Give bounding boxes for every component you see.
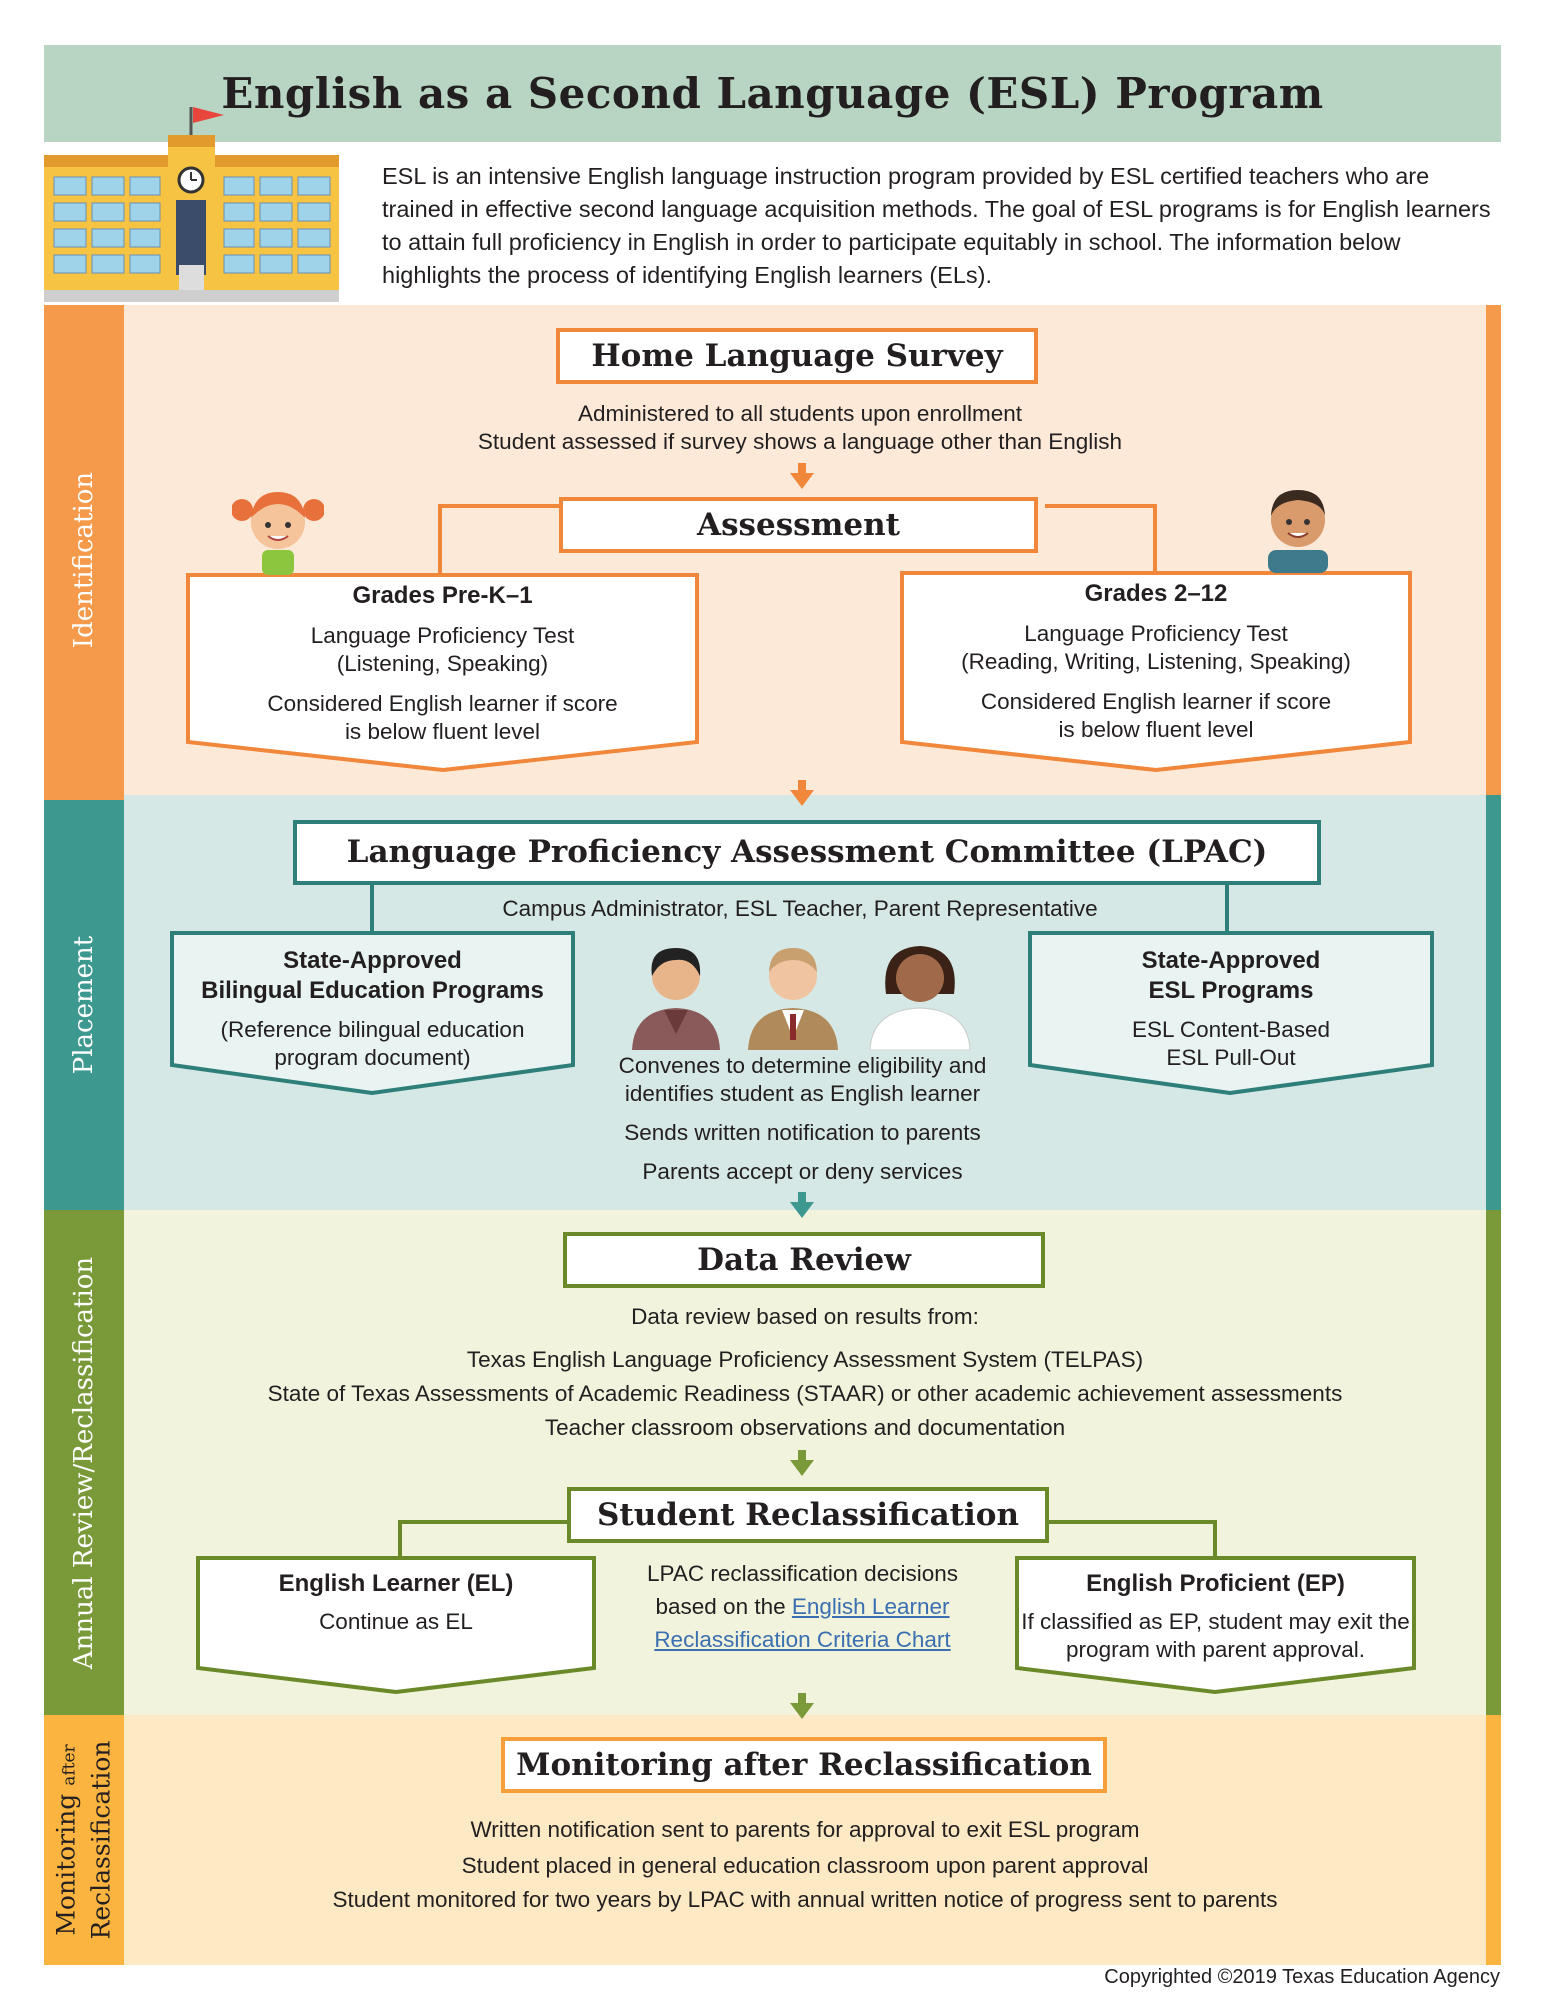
grades-prek1-note-2: is below fluent level bbox=[344, 719, 541, 744]
el-box-shape bbox=[196, 1556, 596, 1695]
el-note: Continue as EL bbox=[319, 1609, 473, 1634]
bilingual-note-2: program document) bbox=[274, 1045, 471, 1070]
data-review-intro: Data review based on results from: bbox=[631, 1304, 979, 1329]
grades-prek1-box-shape bbox=[186, 573, 699, 773]
reclass-based-on: based on the bbox=[655, 1594, 786, 1619]
student-reclassification-box: Student Reclassification bbox=[567, 1487, 1049, 1543]
grades-2-12-note-2: is below fluent level bbox=[1058, 717, 1254, 742]
grades-2-12-note-1: Considered English learner if score bbox=[980, 689, 1332, 714]
boy-student-icon bbox=[1268, 490, 1328, 573]
title-bar: English as a Second Language (ESL) Progr… bbox=[44, 45, 1501, 142]
grades-2-12-heading: Grades 2–12 bbox=[1084, 580, 1228, 607]
monitoring-box: Monitoring after Reclassification bbox=[501, 1737, 1107, 1793]
el-reclassification-link-part-2[interactable]: Reclassification Criteria Chart bbox=[654, 1627, 951, 1652]
parent-figure bbox=[869, 946, 971, 1050]
grades-prek1-note-1: Considered English learner if score bbox=[267, 691, 618, 716]
intro-text: ESL is an intensive English language ins… bbox=[382, 163, 1491, 288]
grades-prek1-test: Language Proficiency Test bbox=[310, 623, 575, 648]
reclass-decisions-line-1: LPAC reclassification decisions bbox=[647, 1561, 958, 1586]
esl-programs-heading-1: State-Approved bbox=[1141, 947, 1321, 974]
committee-members-icon bbox=[632, 946, 971, 1050]
grades-2-12-test: Language Proficiency Test bbox=[1024, 621, 1288, 646]
ep-note-1: If classified as EP, student may exit th… bbox=[1021, 1609, 1410, 1634]
review-right-bar bbox=[1486, 1210, 1501, 1715]
lpac-members: Campus Administrator, ESL Teacher, Paren… bbox=[502, 896, 1098, 921]
placement-side-label: Placement bbox=[44, 800, 124, 1210]
el-reclassification-link-part-1[interactable]: English Learner bbox=[791, 1594, 950, 1619]
copyright: Copyrighted ©2019 Texas Education Agency bbox=[1104, 1966, 1500, 1988]
ep-box-shape bbox=[1015, 1556, 1416, 1695]
esl-pull-out: ESL Pull-Out bbox=[1166, 1045, 1296, 1070]
lpac-notification: Sends written notification to parents bbox=[624, 1120, 981, 1145]
bilingual-programs-box-shape bbox=[170, 931, 575, 1096]
monitoring-side-label: Monitoring after Reclassification bbox=[44, 1715, 124, 1965]
monitoring-right-bar bbox=[1486, 1715, 1501, 1965]
data-review-box: Data Review bbox=[563, 1232, 1045, 1288]
monitoring-line-2: Student placed in general education clas… bbox=[461, 1853, 1149, 1878]
school-building-icon bbox=[44, 107, 339, 302]
bilingual-heading-1: State-Approved bbox=[283, 947, 462, 974]
page-title: English as a Second Language (ESL) Progr… bbox=[221, 69, 1324, 118]
monitoring-line-1: Written notification sent to parents for… bbox=[470, 1817, 1140, 1842]
bilingual-note-1: (Reference bilingual education bbox=[220, 1017, 525, 1042]
esl-content-based: ESL Content-Based bbox=[1131, 1017, 1331, 1042]
grades-2-12-box-shape bbox=[900, 571, 1412, 773]
assessment-box: Assessment bbox=[559, 497, 1038, 553]
girl-student-icon bbox=[232, 492, 324, 575]
lpac-box: Language Proficiency Assessment Committe… bbox=[293, 820, 1321, 885]
lpac-parents-accept: Parents accept or deny services bbox=[642, 1159, 963, 1184]
placement-right-bar bbox=[1486, 795, 1501, 1210]
grades-prek1-skills: (Listening, Speaking) bbox=[336, 651, 549, 676]
grades-prek1-heading: Grades Pre-K–1 bbox=[352, 582, 533, 609]
grades-2-12-skills: (Reading, Writing, Listening, Speaking) bbox=[961, 649, 1351, 674]
monitoring-line-3: Student monitored for two years by LPAC … bbox=[332, 1887, 1278, 1912]
reclass-decisions-line-2: based on the English Learner bbox=[610, 1593, 995, 1621]
data-review-observations: Teacher classroom observations and docum… bbox=[544, 1415, 1066, 1440]
review-side-label: Annual Review/Reclassification bbox=[44, 1210, 124, 1715]
reclass-decisions-line-3: Reclassification Criteria Chart bbox=[610, 1626, 995, 1654]
home-survey-line-1: Administered to all students upon enroll… bbox=[577, 401, 1022, 426]
identification-right-bar bbox=[1486, 305, 1501, 795]
identification-side-label: Identification bbox=[44, 305, 124, 815]
lpac-convenes-1: Convenes to determine eligibility and bbox=[618, 1053, 987, 1078]
home-language-survey-box: Home Language Survey bbox=[556, 328, 1038, 384]
administrator-figure bbox=[632, 948, 720, 1050]
data-review-telpas: Texas English Language Proficiency Asses… bbox=[466, 1347, 1144, 1372]
bilingual-heading-2: Bilingual Education Programs bbox=[201, 977, 544, 1004]
ep-heading: English Proficient (EP) bbox=[1086, 1570, 1345, 1597]
el-heading: English Learner (EL) bbox=[278, 1570, 514, 1597]
lpac-convenes-2: identifies student as English learner bbox=[624, 1081, 981, 1106]
teacher-figure bbox=[748, 948, 838, 1050]
esl-programs-box-shape bbox=[1028, 931, 1434, 1096]
data-review-staar: State of Texas Assessments of Academic R… bbox=[267, 1381, 1343, 1406]
esl-programs-heading-2: ESL Programs bbox=[1148, 977, 1314, 1004]
home-survey-line-2: Student assessed if survey shows a langu… bbox=[477, 429, 1123, 454]
ep-note-2: program with parent approval. bbox=[1066, 1637, 1365, 1662]
